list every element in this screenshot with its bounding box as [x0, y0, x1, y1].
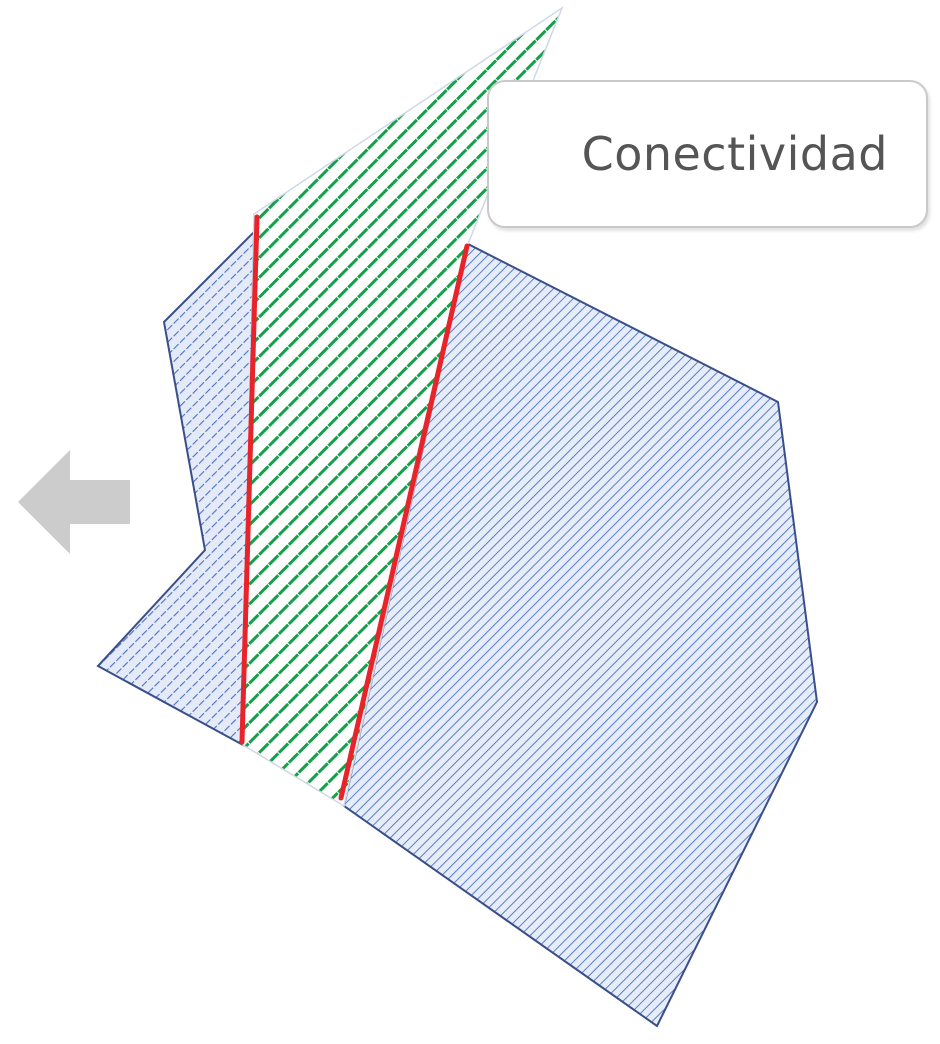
left-blue-region	[96, 229, 256, 747]
connectivity-label: Conectividad	[581, 127, 888, 181]
right-connectivity-edge	[338, 243, 470, 801]
left-connectivity-edge	[239, 214, 260, 745]
connectivity-callout: Conectividad	[487, 80, 928, 228]
left-arrow-icon[interactable]	[18, 450, 130, 554]
